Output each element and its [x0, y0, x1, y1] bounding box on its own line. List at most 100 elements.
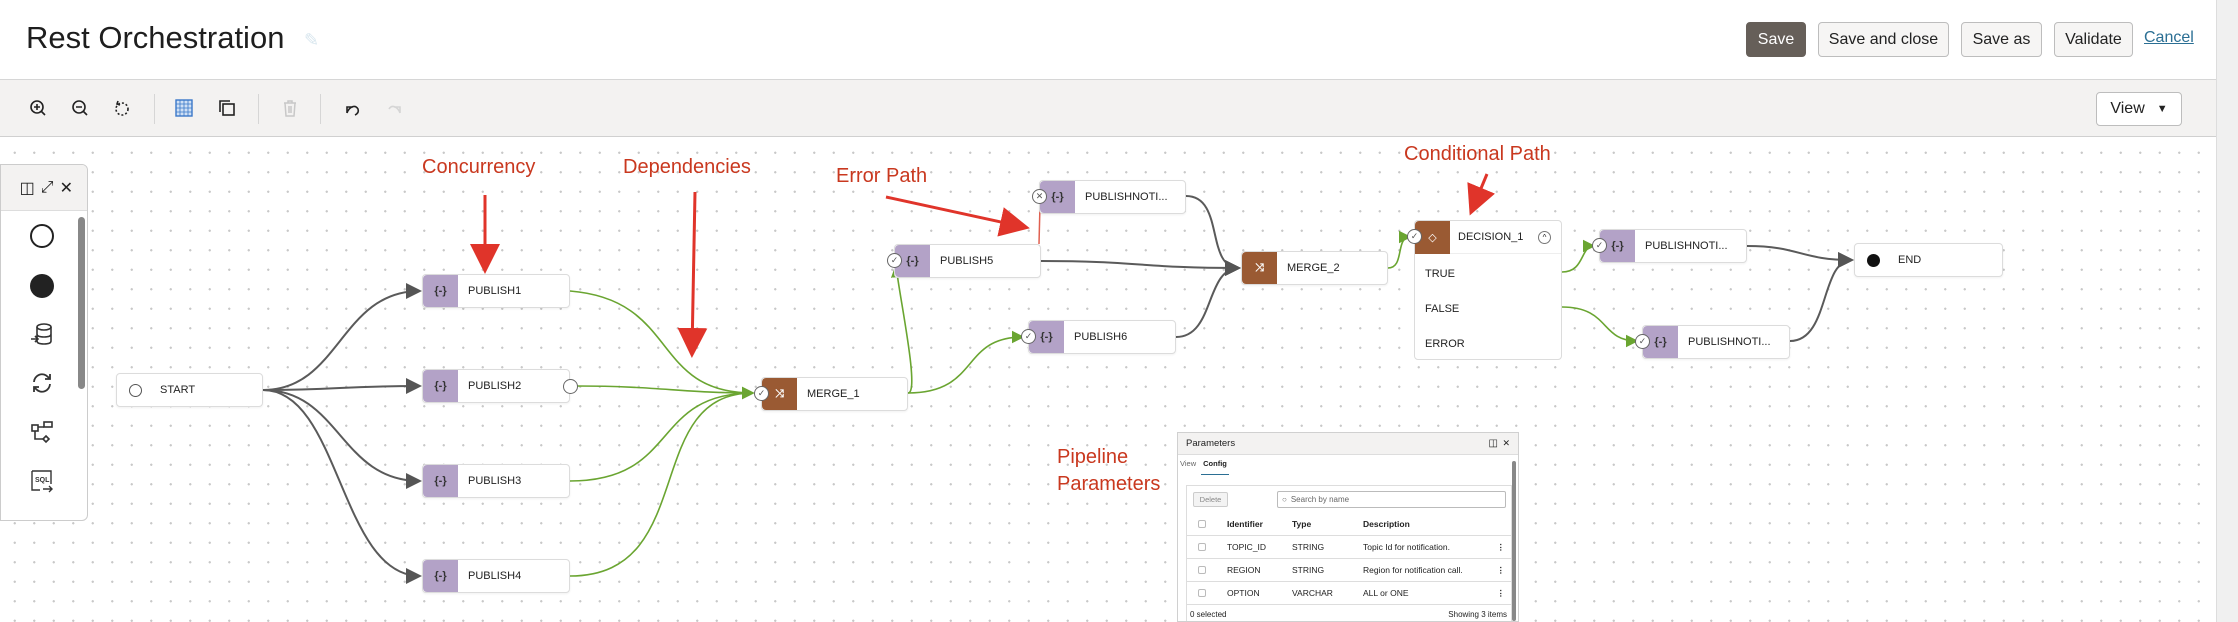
- node-end[interactable]: END: [1854, 243, 2003, 277]
- zoom-in-icon[interactable]: [27, 97, 49, 119]
- redo-icon[interactable]: [384, 97, 406, 119]
- close-icon[interactable]: ✕: [59, 179, 73, 197]
- refresh-icon[interactable]: [27, 368, 57, 398]
- reset-zoom-icon[interactable]: [111, 97, 133, 119]
- kebab-menu-icon[interactable]: ⋮: [1496, 541, 1506, 552]
- select-all-checkbox[interactable]: [1198, 520, 1206, 528]
- cell-identifier: REGION: [1227, 565, 1261, 575]
- search-icon: ○: [1282, 495, 1287, 504]
- validate-button[interactable]: Validate: [2054, 22, 2133, 57]
- close-icon[interactable]: ✕: [1502, 438, 1510, 448]
- node-label: PUBLISHNOTI...: [1645, 240, 1728, 252]
- output-port-icon[interactable]: [563, 379, 578, 394]
- column-header-identifier[interactable]: Identifier: [1227, 519, 1263, 529]
- palette-scrollbar[interactable]: [78, 217, 85, 389]
- data-loader-icon[interactable]: [27, 319, 57, 349]
- node-label: PUBLISH1: [468, 285, 522, 297]
- table-row[interactable]: OPTION VARCHAR ALL or ONE ⋮: [1187, 582, 1511, 605]
- panel-scrollbar[interactable]: [1512, 461, 1516, 621]
- node-label: START: [160, 384, 196, 396]
- row-checkbox[interactable]: [1198, 566, 1206, 574]
- publish-task-icon: {-}: [423, 370, 458, 402]
- publish-task-icon: {-}: [423, 560, 458, 592]
- save-and-close-button[interactable]: Save and close: [1818, 22, 1949, 57]
- expand-icon[interactable]: ⤢: [40, 178, 54, 196]
- end-circle-icon[interactable]: [27, 271, 57, 301]
- table-row[interactable]: REGION STRING Region for notification ca…: [1187, 559, 1511, 582]
- node-publish3[interactable]: {-}PUBLISH3: [422, 464, 570, 498]
- node-publish4[interactable]: {-}PUBLISH4: [422, 559, 570, 593]
- success-status-icon: ✓: [754, 386, 769, 401]
- node-label: PUBLISH2: [468, 380, 522, 392]
- branch-error[interactable]: ERROR: [1425, 338, 1465, 350]
- node-publishnoti-error[interactable]: {-}PUBLISHNOTI...: [1039, 180, 1186, 214]
- cell-type: STRING: [1292, 542, 1325, 552]
- svg-text:SQL: SQL: [35, 477, 50, 484]
- view-label: View: [2110, 100, 2145, 117]
- column-header-type[interactable]: Type: [1292, 519, 1312, 529]
- merge-icon: ⤨: [762, 378, 797, 410]
- delete-icon[interactable]: [279, 97, 301, 119]
- save-button[interactable]: Save: [1746, 22, 1806, 57]
- view-menu-button[interactable]: View ▼: [2096, 92, 2182, 126]
- caret-down-icon: ▼: [2156, 103, 2168, 115]
- kebab-menu-icon[interactable]: ⋮: [1496, 564, 1506, 575]
- node-label: PUBLISHNOTI...: [1688, 336, 1771, 348]
- node-publishnoti-true[interactable]: {-}PUBLISHNOTI...: [1599, 229, 1747, 263]
- cell-description: ALL or ONE: [1363, 588, 1409, 598]
- cell-description: Region for notification call.: [1363, 565, 1463, 575]
- branch-false[interactable]: FALSE: [1425, 303, 1460, 315]
- node-start[interactable]: START: [116, 373, 263, 407]
- delete-button[interactable]: Delete: [1193, 492, 1228, 507]
- decision-icon[interactable]: [27, 417, 57, 447]
- selected-count: 0 selected: [1190, 610, 1227, 619]
- node-label: PUBLISH5: [940, 255, 994, 267]
- search-placeholder: Search by name: [1290, 495, 1350, 504]
- palette-header: ◫ ⤢ ✕: [1, 165, 87, 211]
- node-publishnoti-false[interactable]: {-}PUBLISHNOTI...: [1642, 325, 1790, 359]
- tab-view[interactable]: View: [1180, 459, 1197, 468]
- branch-true[interactable]: TRUE: [1425, 268, 1455, 280]
- cancel-link[interactable]: Cancel: [2144, 29, 2194, 46]
- node-label: PUBLISH3: [468, 475, 522, 487]
- node-label: PUBLISHNOTI...: [1085, 191, 1168, 203]
- error-status-icon: ✕: [1032, 189, 1047, 204]
- table-header: Identifier Type Description: [1187, 513, 1511, 536]
- table-row[interactable]: TOPIC_ID STRING Topic Id for notificatio…: [1187, 536, 1511, 559]
- pencil-icon[interactable]: ✎: [304, 30, 320, 50]
- dock-panel-icon[interactable]: ◫: [1488, 438, 1498, 449]
- node-decision1[interactable]: ◇ DECISION_1 ^ TRUE FALSE ERROR: [1414, 220, 1562, 360]
- dock-panel-icon[interactable]: ◫: [19, 179, 35, 197]
- annotation-pipeline-parameters: Pipeline Parameters: [1057, 446, 1161, 495]
- start-circle-icon[interactable]: [27, 221, 57, 251]
- kebab-menu-icon[interactable]: ⋮: [1496, 587, 1506, 598]
- page-title: Rest Orchestration: [26, 20, 285, 55]
- tab-config[interactable]: Config: [1201, 459, 1229, 475]
- sql-task-icon[interactable]: SQL: [27, 466, 57, 496]
- merge-icon: ⤨: [1242, 252, 1277, 284]
- node-publish6[interactable]: {-}PUBLISH6: [1028, 320, 1176, 354]
- cell-type: STRING: [1292, 565, 1325, 575]
- undo-icon[interactable]: [341, 97, 363, 119]
- annotation-concurrency: Concurrency: [422, 156, 536, 178]
- success-status-icon: ✓: [1407, 229, 1422, 244]
- item-count: Showing 3 items: [1448, 610, 1507, 619]
- row-checkbox[interactable]: [1198, 589, 1206, 597]
- toolbar-divider: [320, 94, 321, 124]
- cell-identifier: TOPIC_ID: [1227, 542, 1267, 552]
- node-publish2[interactable]: {-} PUBLISH2: [422, 369, 570, 403]
- node-publish5[interactable]: {-}PUBLISH5: [894, 244, 1041, 278]
- row-checkbox[interactable]: [1198, 543, 1206, 551]
- node-merge1[interactable]: ⤨MERGE_1: [761, 377, 908, 411]
- search-input[interactable]: ○Search by name: [1277, 491, 1506, 508]
- copy-icon[interactable]: [216, 97, 238, 119]
- grid-icon[interactable]: [173, 97, 195, 119]
- column-header-description[interactable]: Description: [1363, 519, 1410, 529]
- success-status-icon: ✓: [887, 253, 902, 268]
- zoom-out-icon[interactable]: [69, 97, 91, 119]
- node-merge2[interactable]: ⤨MERGE_2: [1241, 251, 1388, 285]
- node-publish1[interactable]: {-}PUBLISH1: [422, 274, 570, 308]
- collapse-icon[interactable]: ^: [1538, 230, 1551, 244]
- cell-type: VARCHAR: [1292, 588, 1333, 598]
- save-as-button[interactable]: Save as: [1961, 22, 2042, 57]
